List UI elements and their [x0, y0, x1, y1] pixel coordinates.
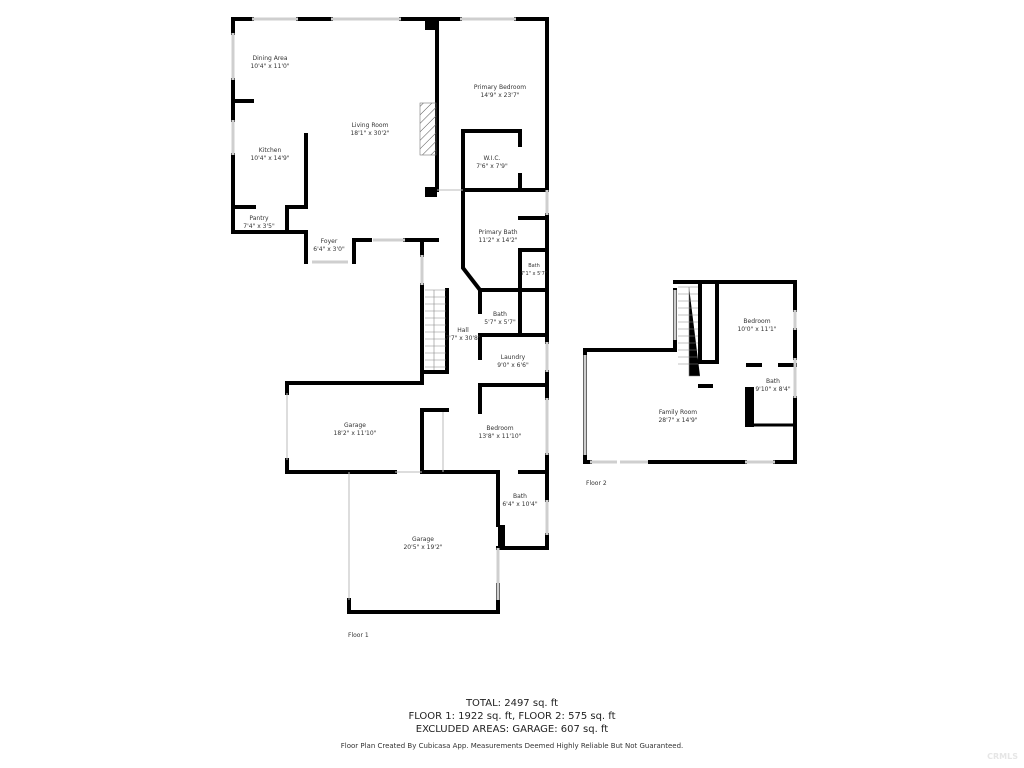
excluded-areas: EXCLUDED AREAS: GARAGE: 607 sq. ft — [415, 724, 609, 735]
room-name: Pantry — [249, 215, 269, 222]
room-name: Bath — [528, 263, 540, 269]
room-size: 11'2" x 14'2" — [478, 237, 518, 244]
room-label-bath: Bath 7'1" x 5'7" — [521, 262, 547, 278]
room-name: Hall — [457, 327, 469, 334]
total-area: TOTAL: 2497 sq. ft — [465, 698, 559, 709]
room-size: 7'6" x 7'9" — [476, 163, 508, 170]
room-size: 7'1" x 5'7" — [520, 271, 548, 277]
room-size: 14'9" x 23'7" — [480, 92, 520, 99]
room-size: 6'4" x 3'0" — [313, 246, 345, 253]
area-summary: TOTAL: 2497 sq. ft FLOOR 1: 1922 sq. ft,… — [0, 697, 1024, 736]
room-name: Bedroom — [743, 318, 771, 325]
room-size: 10'0" x 11'1" — [737, 326, 777, 333]
room-size: 7'4" x 3'5" — [243, 223, 275, 230]
room-name: Living Room — [351, 122, 389, 129]
room-size: 9'10" x 8'4" — [755, 386, 791, 393]
column — [425, 19, 437, 30]
room-size: 10'4" x 11'0" — [250, 63, 290, 70]
fireplace — [419, 102, 437, 156]
room-name: Bath — [493, 311, 507, 318]
room-size: 18'2" x 11'10" — [333, 430, 377, 437]
floor1-walls — [231, 17, 549, 614]
room-size: 9'0" x 6'6" — [497, 362, 529, 369]
room-name: Kitchen — [258, 147, 282, 154]
room-size: 13'8" x 11'10" — [478, 433, 522, 440]
room-name: Dining Area — [252, 55, 288, 62]
room-size: 20'5" x 19'2" — [403, 544, 443, 551]
column — [745, 387, 754, 427]
watermark: CRMLS — [987, 752, 1018, 761]
disclaimer: Floor Plan Created By Cubicasa App. Meas… — [340, 742, 684, 750]
room-size: 5'7" x 5'7" — [484, 319, 516, 326]
stairs-floor2 — [678, 286, 700, 377]
room-name: Family Room — [658, 409, 698, 416]
room-name: Primary Bath — [478, 229, 518, 236]
room-name: Garage — [344, 422, 366, 429]
floor-areas: FLOOR 1: 1922 sq. ft, FLOOR 2: 575 sq. f… — [408, 711, 616, 722]
room-size: 10'4" x 14'9" — [250, 155, 290, 162]
room-name: Bath — [513, 493, 527, 500]
floor2-label: Floor 2 — [586, 480, 607, 487]
floor2-walls — [583, 280, 797, 464]
room-name: W.I.C. — [483, 155, 501, 162]
floor1-windows — [231, 17, 549, 600]
floor1-label: Floor 1 — [348, 632, 369, 639]
room-name: Foyer — [320, 238, 338, 245]
room-name: Laundry — [500, 354, 526, 361]
room-name: Primary Bedroom — [473, 84, 527, 91]
room-size: 7'7" x 30'8" — [445, 335, 481, 342]
room-name: Bedroom — [486, 425, 514, 432]
room-size: 18'1" x 30'2" — [350, 130, 390, 137]
room-name: Garage — [412, 536, 434, 543]
column — [425, 187, 437, 197]
floor1-doors — [286, 189, 463, 600]
room-label-wic: W.I.C.7'6" x 7'9" — [476, 155, 507, 171]
room-name: Bath — [766, 378, 780, 385]
room-size: 28'7" x 14'9" — [658, 417, 698, 424]
floor2-windows — [583, 290, 797, 464]
room-size: 6'4" x 10'4" — [502, 501, 538, 508]
column — [498, 525, 505, 548]
stairs-floor1 — [425, 289, 446, 370]
